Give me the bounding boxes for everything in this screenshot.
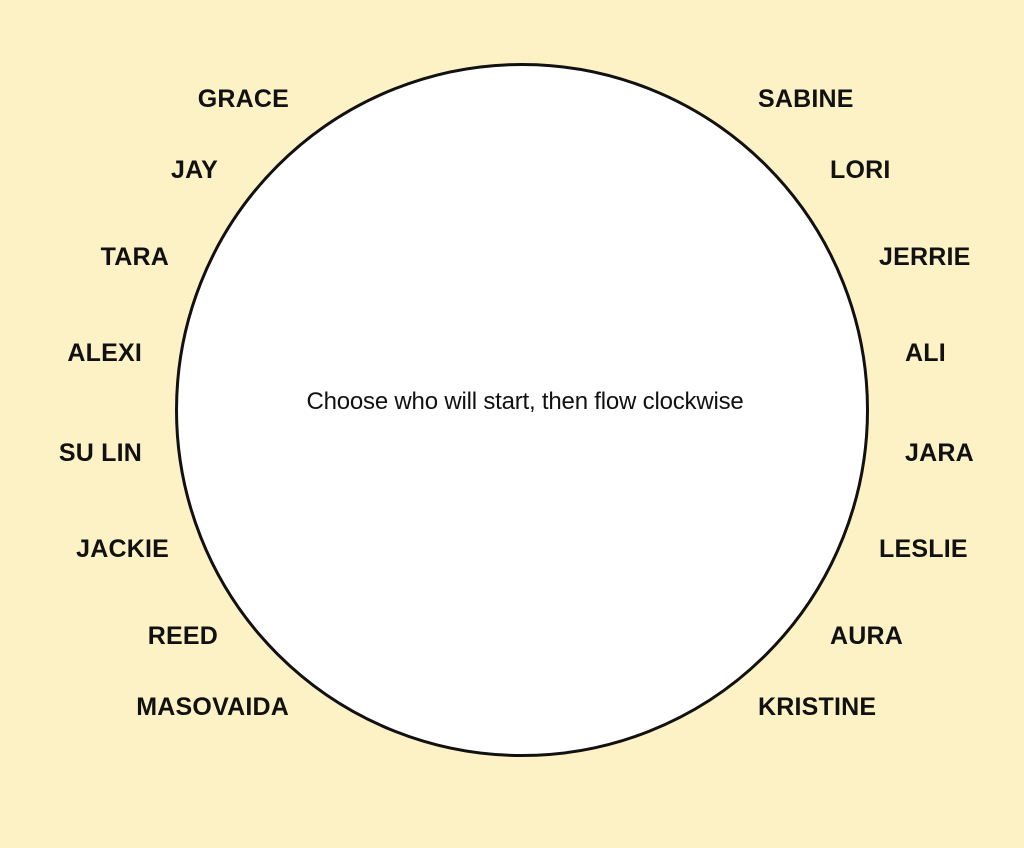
center-circle [175, 63, 869, 757]
name-alexi: ALEXI [67, 339, 142, 367]
name-sabine: SABINE [758, 85, 854, 113]
name-masovaida: MASOVAIDA [136, 693, 289, 721]
name-aura: AURA [830, 622, 904, 650]
name-leslie: LESLIE [879, 535, 968, 563]
name-su-lin: SU LIN [58, 439, 142, 467]
name-ali: ALI [905, 339, 946, 367]
name-jerrie: JERRIE [879, 243, 971, 271]
name-kristine: KRISTINE [758, 693, 877, 721]
name-tara: TARA [100, 243, 169, 271]
name-jackie: JACKIE [76, 535, 169, 563]
name-jay: JAY [171, 156, 218, 184]
center-instruction: Choose who will start, then flow clockwi… [306, 388, 744, 415]
name-lori: LORI [830, 156, 891, 184]
name-jara: JARA [905, 439, 974, 467]
name-grace: GRACE [197, 85, 289, 113]
name-reed: REED [147, 622, 218, 650]
